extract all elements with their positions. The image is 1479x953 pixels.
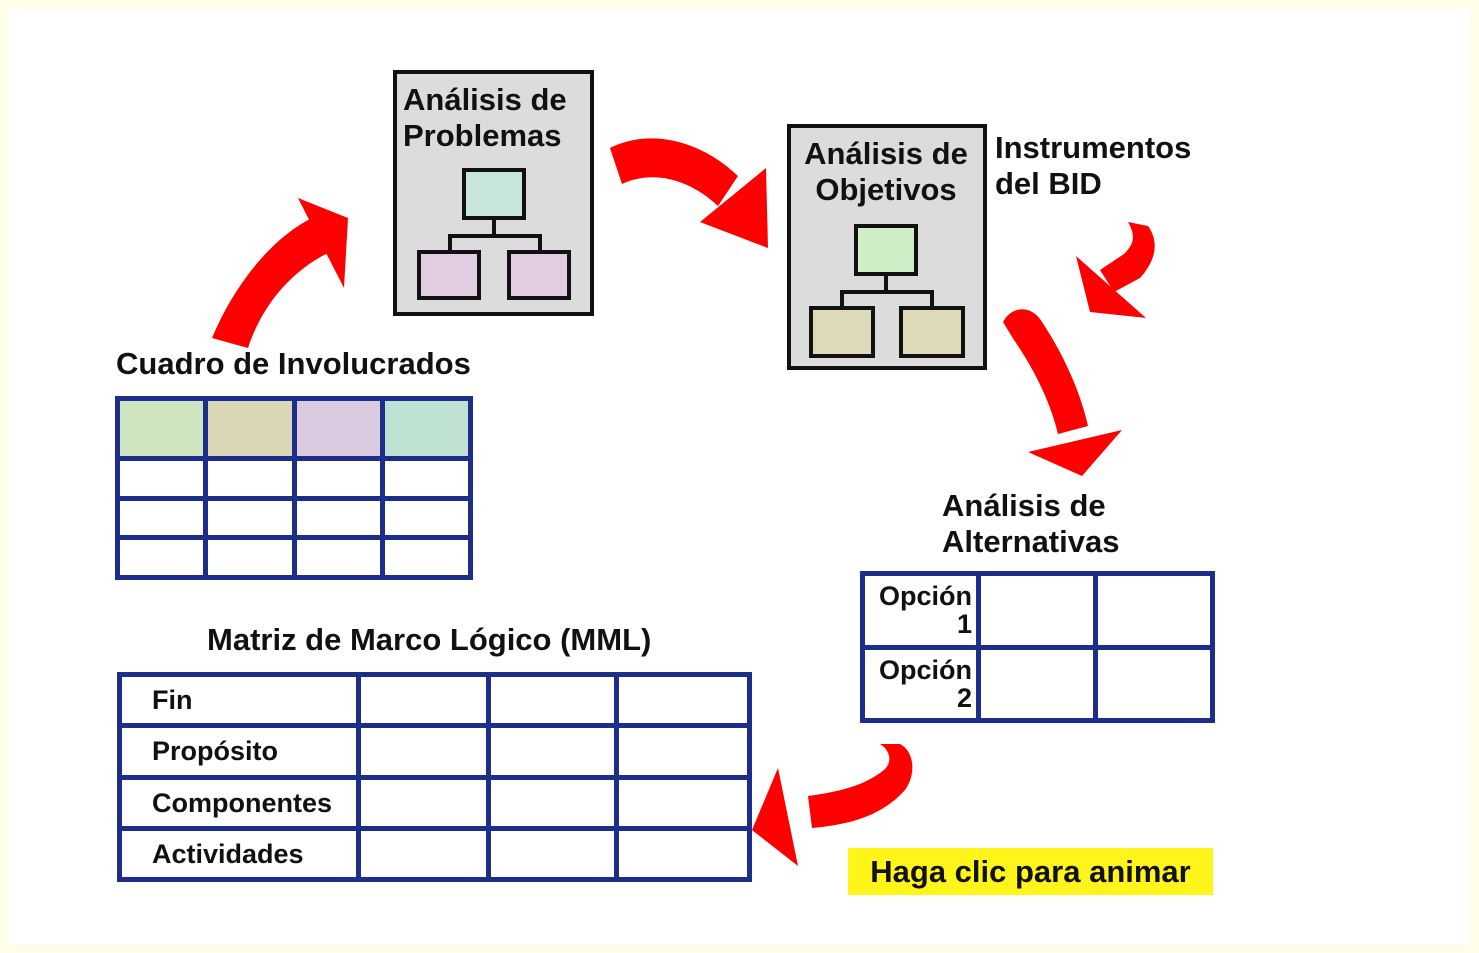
alternative-cell	[1093, 644, 1215, 723]
alternative-cell	[976, 644, 1098, 723]
instrumentos-label: Instrumentos del BID	[995, 130, 1192, 201]
stakeholder-cell	[203, 456, 297, 501]
mml-cell	[486, 774, 619, 831]
stakeholder-cell	[114, 456, 209, 501]
animate-button[interactable]: Haga clic para animar	[848, 848, 1213, 895]
alternative-cell	[1093, 571, 1215, 650]
problem-tree-edge	[538, 234, 542, 251]
stakeholder-cell	[291, 495, 385, 541]
alternatives-title: Análisis de Alternativas	[942, 488, 1120, 559]
problem-tree-root-node	[462, 168, 526, 220]
objective-tree-edge	[930, 290, 934, 307]
problem-tree-child-node	[507, 250, 571, 300]
problem-tree-edge	[492, 220, 496, 236]
objective-tree-child-node	[899, 306, 965, 358]
stakeholder-cell	[291, 535, 385, 580]
stakeholder-cell	[379, 535, 474, 580]
mml-cell	[614, 774, 752, 831]
alternative-option-label: Opción 2	[860, 644, 981, 723]
stakeholder-cell	[114, 535, 209, 580]
mml-title: Matriz de Marco Lógico (MML)	[207, 622, 652, 657]
mml-row-label: Propósito	[117, 723, 361, 780]
stakeholders-table	[114, 396, 474, 580]
alternative-option-label: Opción 1	[860, 571, 981, 650]
problems-analysis-title: Análisis de Problemas	[403, 82, 567, 153]
stakeholder-cell	[114, 495, 209, 541]
stakeholders-title: Cuadro de Involucrados	[116, 346, 471, 381]
objectives-analysis-box: Análisis de Objetivos	[787, 124, 987, 370]
mml-row-label: Fin	[117, 671, 361, 729]
stakeholder-cell	[379, 456, 474, 501]
alternative-cell	[976, 571, 1098, 650]
stakeholder-header-cell	[291, 396, 385, 461]
stakeholder-header-cell	[203, 396, 297, 461]
problems-analysis-box: Análisis de Problemas	[393, 70, 594, 316]
mml-row-label: Componentes	[117, 774, 361, 831]
stakeholder-cell	[379, 495, 474, 541]
mml-cell	[356, 671, 491, 729]
stakeholder-cell	[291, 456, 385, 501]
objective-tree-child-node	[809, 306, 875, 358]
stakeholder-cell	[203, 495, 297, 541]
mml-table: Fin Propósito Componentes Actividades	[117, 671, 752, 883]
mml-cell	[356, 774, 491, 831]
stakeholder-header-cell	[114, 396, 209, 461]
objectives-analysis-title: Análisis de Objetivos	[804, 136, 968, 207]
mml-cell	[486, 671, 619, 729]
mml-cell	[614, 825, 752, 883]
objective-tree-root-node	[854, 224, 918, 276]
mml-cell	[486, 825, 619, 883]
mml-row-label: Actividades	[117, 825, 361, 883]
mml-cell	[356, 825, 491, 883]
alternatives-table: Opción 1 Opción 2	[860, 571, 1215, 723]
stakeholder-cell	[203, 535, 297, 580]
mml-cell	[614, 671, 752, 729]
stakeholder-header-cell	[379, 396, 474, 461]
objective-tree-edge	[840, 290, 934, 294]
problem-tree-edge	[448, 234, 542, 238]
mml-cell	[486, 723, 619, 780]
problem-tree-child-node	[417, 250, 481, 300]
objective-tree-edge	[884, 276, 888, 292]
objective-tree-edge	[840, 290, 844, 307]
problem-tree-edge	[448, 234, 452, 251]
mml-cell	[356, 723, 491, 780]
mml-cell	[614, 723, 752, 780]
